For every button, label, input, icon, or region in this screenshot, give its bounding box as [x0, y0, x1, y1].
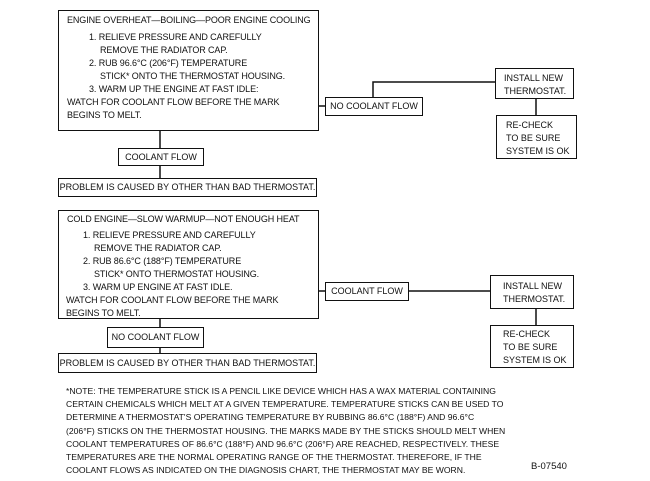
- step-text: REMOVE THE RADIATOR CAP.: [94, 243, 222, 253]
- connector: [372, 81, 495, 98]
- recheck-line: RE-CHECK: [506, 120, 554, 130]
- install-line: INSTALL NEW: [503, 281, 563, 291]
- branch-label: COOLANT FLOW: [125, 151, 197, 162]
- step-text: 3. WARM UP ENGINE AT FAST IDLE.: [83, 282, 233, 292]
- step-text: WATCH FOR COOLANT FLOW BEFORE THE MARK: [67, 97, 280, 107]
- note-line: (206°F) STICKS ON THE THERMOSTAT HOUSING…: [66, 425, 506, 436]
- cold-procedure-box: COLD ENGINE—SLOW WARMUP—NOT ENOUGH HEAT …: [58, 210, 319, 319]
- step-text: STICK* ONTO THE THERMOSTAT HOUSING.: [100, 71, 286, 81]
- branch-label: NO COOLANT FLOW: [330, 101, 418, 111]
- step-text: 1. RELIEVE PRESSURE AND CAREFULLY: [83, 230, 256, 240]
- install-line: THERMOSTAT.: [503, 294, 566, 304]
- note-line: COOLANT TEMPERATURES OF 86.6°C (188°F) A…: [66, 438, 500, 449]
- result-label: PROBLEM IS CAUSED BY OTHER THAN BAD THER…: [59, 182, 316, 192]
- result-label: PROBLEM IS CAUSED BY OTHER THAN BAD THER…: [59, 357, 316, 368]
- overheat-install-box: INSTALL NEW THERMOSTAT.: [495, 68, 574, 99]
- install-line: THERMOSTAT.: [504, 86, 567, 96]
- figure-id: B-07540: [531, 461, 567, 472]
- recheck-line: TO BE SURE: [506, 133, 561, 143]
- step-text: STICK* ONTO THERMOSTAT HOUSING.: [94, 269, 260, 279]
- step-text: 2. RUB 96.6°C (206°F) TEMPERATURE: [89, 58, 248, 68]
- step-text: 1. RELIEVE PRESSURE AND CAREFULLY: [89, 32, 262, 42]
- cold-coolant-flow-box: COOLANT FLOW: [325, 282, 409, 301]
- note-line: CERTAIN CHEMICALS WHICH MELT AT A GIVEN …: [66, 399, 504, 410]
- recheck-line: SYSTEM IS OK: [503, 355, 567, 365]
- recheck-line: SYSTEM IS OK: [506, 146, 570, 156]
- cold-title: COLD ENGINE—SLOW WARMUP—NOT ENOUGH HEAT: [67, 214, 300, 224]
- step-text: WATCH FOR COOLANT FLOW BEFORE THE MARK: [66, 295, 279, 305]
- install-line: INSTALL NEW: [504, 73, 564, 83]
- overheat-no-coolant-flow-box: NO COOLANT FLOW: [325, 97, 423, 116]
- note-line: *NOTE: THE TEMPERATURE STICK IS A PENCIL…: [66, 386, 496, 396]
- overheat-procedure-box: ENGINE OVERHEAT—BOILING—POOR ENGINE COOL…: [58, 10, 319, 131]
- step-text: 2. RUB 86.6°C (188°F) TEMPERATURE: [83, 256, 242, 266]
- note-line: TEMPERATURES ARE THE NORMAL OPERATING RA…: [66, 452, 482, 463]
- overheat-coolant-flow-box: COOLANT FLOW: [118, 148, 204, 166]
- footnote: *NOTE: THE TEMPERATURE STICK IS A PENCIL…: [66, 385, 505, 477]
- recheck-line: RE-CHECK: [503, 329, 551, 339]
- overheat-title: ENGINE OVERHEAT—BOILING—POOR ENGINE COOL…: [67, 15, 311, 25]
- cold-install-box: INSTALL NEW THERMOSTAT.: [490, 275, 574, 309]
- step-text: REMOVE THE RADIATOR CAP.: [100, 45, 228, 55]
- note-line: COOLANT FLOWS AS INDICATED ON THE DIAGNO…: [66, 465, 466, 476]
- step-text: BEGINS TO MELT.: [67, 110, 142, 120]
- branch-label: NO COOLANT FLOW: [111, 332, 200, 342]
- overheat-result-box: PROBLEM IS CAUSED BY OTHER THAN BAD THER…: [58, 178, 317, 197]
- overheat-recheck-box: RE-CHECK TO BE SURE SYSTEM IS OK: [496, 115, 577, 159]
- cold-recheck-box: RE-CHECK TO BE SURE SYSTEM IS OK: [490, 325, 574, 368]
- step-text: BEGINS TO MELT.: [66, 308, 141, 318]
- branch-label: COOLANT FLOW: [331, 286, 403, 296]
- step-text: 3. WARM UP THE ENGINE AT FAST IDLE:: [89, 84, 259, 94]
- note-line: DETERMINE A THERMOSTAT'S OPERATING TEMPE…: [66, 412, 475, 423]
- cold-no-coolant-flow-box: NO COOLANT FLOW: [107, 327, 204, 348]
- recheck-line: TO BE SURE: [503, 342, 558, 352]
- cold-result-box: PROBLEM IS CAUSED BY OTHER THAN BAD THER…: [58, 353, 317, 373]
